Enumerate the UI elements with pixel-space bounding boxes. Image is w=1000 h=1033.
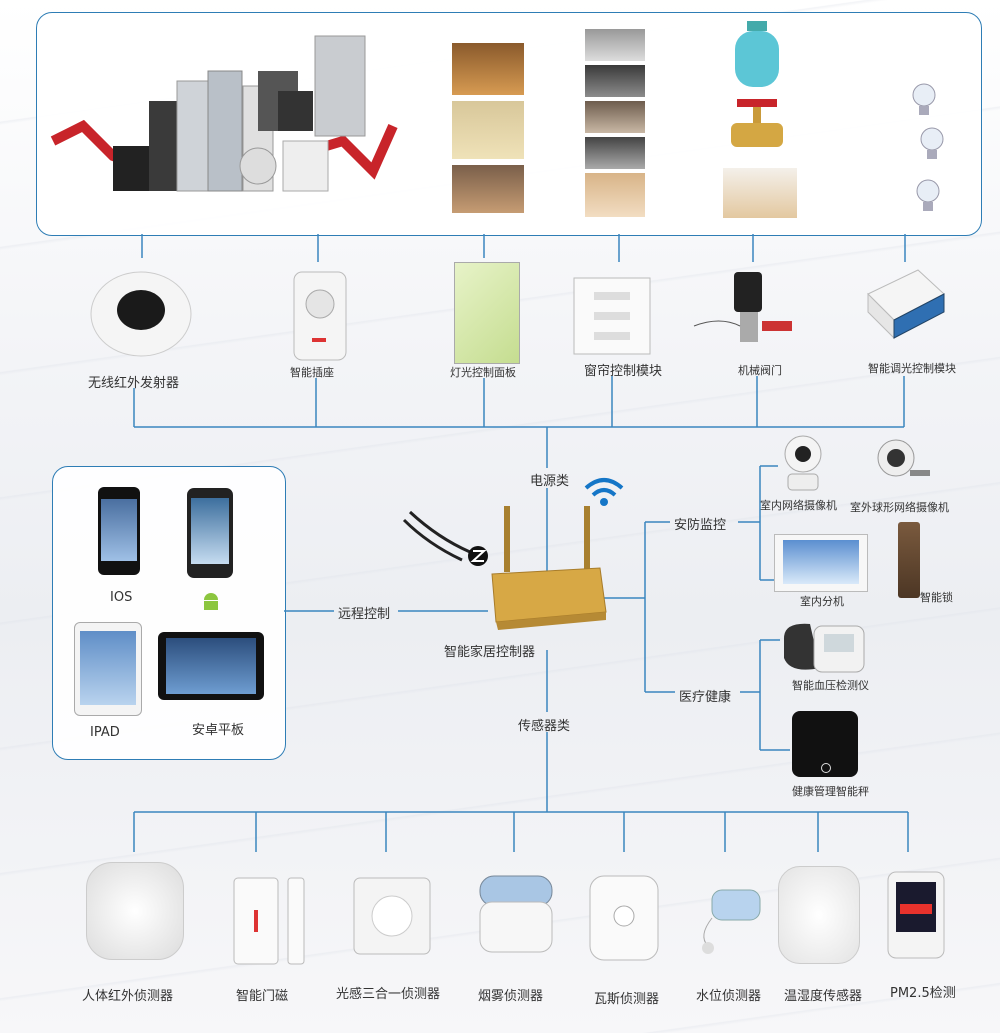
security-label-lock: 智能锁 <box>920 591 953 604</box>
sensor-label-temp: 温湿度传感器 <box>784 989 863 1004</box>
door-sensor-device <box>233 877 305 965</box>
security-label: 安防监控 <box>674 518 727 533</box>
outdoor-camera-device <box>877 439 930 477</box>
security-label-outdoor-camera: 室外球形网络摄像机 <box>850 501 949 514</box>
remote-label-ios: IOS <box>110 590 133 605</box>
sensor-label-pir: 人体红外侦测器 <box>82 989 174 1004</box>
smart-socket-device <box>293 271 347 361</box>
indoor-camera-device <box>784 435 822 491</box>
module-label-dimmer: 智能调光控制模块 <box>868 362 956 375</box>
android-icon <box>204 593 218 610</box>
medical-label: 医疗健康 <box>679 690 732 705</box>
android-phone-device <box>187 488 233 578</box>
module-label-light: 灯光控制面板 <box>450 366 516 379</box>
medical-label-scale: 健康管理智能秤 <box>792 785 869 798</box>
water-level-sensor-device <box>702 889 761 954</box>
sensor-category-label: 传感器类 <box>518 719 571 734</box>
android-tablet-device <box>158 632 264 700</box>
pir-sensor-device <box>86 862 184 960</box>
curtain-image-4 <box>585 137 645 169</box>
pet-feeder-image <box>723 168 797 218</box>
zigbee-signal-icon <box>402 510 488 566</box>
sensor-label-door: 智能门磁 <box>236 989 289 1004</box>
wifi-icon <box>584 478 624 506</box>
ipad-device <box>74 622 142 716</box>
sensor-label-pm25: PM2.5检测 <box>890 986 956 1001</box>
light-panel-device <box>454 262 520 364</box>
hub-label: 智能家居控制器 <box>444 645 536 660</box>
appliances-box <box>36 12 982 236</box>
sensor-label-gas: 瓦斯侦测器 <box>594 992 660 1007</box>
ir-emitter-device <box>90 271 192 357</box>
security-label-indoor-camera: 室内网络摄像机 <box>760 499 837 512</box>
curtain-image-3 <box>585 101 645 133</box>
medical-label-bp: 智能血压检测仪 <box>792 679 869 692</box>
smart-lock-device <box>898 522 920 598</box>
light-bulb-icon <box>920 127 944 159</box>
curtain-image-5 <box>585 173 645 217</box>
dimmer-module-device <box>867 269 945 340</box>
curtain-module-device <box>573 277 651 355</box>
sensor-label-smoke: 烟雾侦测器 <box>478 989 544 1004</box>
spotlight-image <box>452 165 524 213</box>
sensor-label-water: 水位侦测器 <box>696 989 762 1004</box>
power-category-label: 电源类 <box>530 474 570 489</box>
module-label-curtain: 窗帘控制模块 <box>584 364 663 379</box>
smoke-detector-device <box>479 875 553 953</box>
blood-pressure-monitor-device <box>784 623 865 673</box>
security-label-intercom: 室内分机 <box>800 595 844 608</box>
module-label-socket: 智能插座 <box>290 366 334 379</box>
pm25-sensor-device <box>887 871 945 959</box>
gas-tank-image <box>735 21 779 87</box>
gas-detector-device <box>589 875 659 961</box>
remote-label-ipad: IPAD <box>90 725 120 740</box>
smart-home-controller-device <box>491 506 607 630</box>
wall-lamp-image <box>452 101 524 159</box>
chandelier-image <box>452 43 524 95</box>
temperature-humidity-sensor-device <box>778 866 860 964</box>
iphone-device <box>98 487 140 575</box>
module-label-ir: 无线红外发射器 <box>88 376 180 391</box>
curtain-image-1 <box>585 29 645 61</box>
sensor-label-light: 光感三合一侦测器 <box>336 987 441 1002</box>
home-appliances-image <box>50 35 398 192</box>
indoor-intercom-device <box>774 534 868 592</box>
remote-control-label: 远程控制 <box>338 607 391 622</box>
light-sensor-device <box>353 877 431 955</box>
valve-image <box>731 99 783 147</box>
mechanical-valve-device <box>693 272 792 342</box>
remote-label-android-tablet: 安卓平板 <box>192 723 245 738</box>
light-bulb-icon <box>916 179 940 211</box>
health-scale-device <box>792 711 858 777</box>
light-bulb-icon <box>912 83 936 115</box>
curtain-image-2 <box>585 65 645 97</box>
module-label-valve: 机械阀门 <box>738 364 782 377</box>
